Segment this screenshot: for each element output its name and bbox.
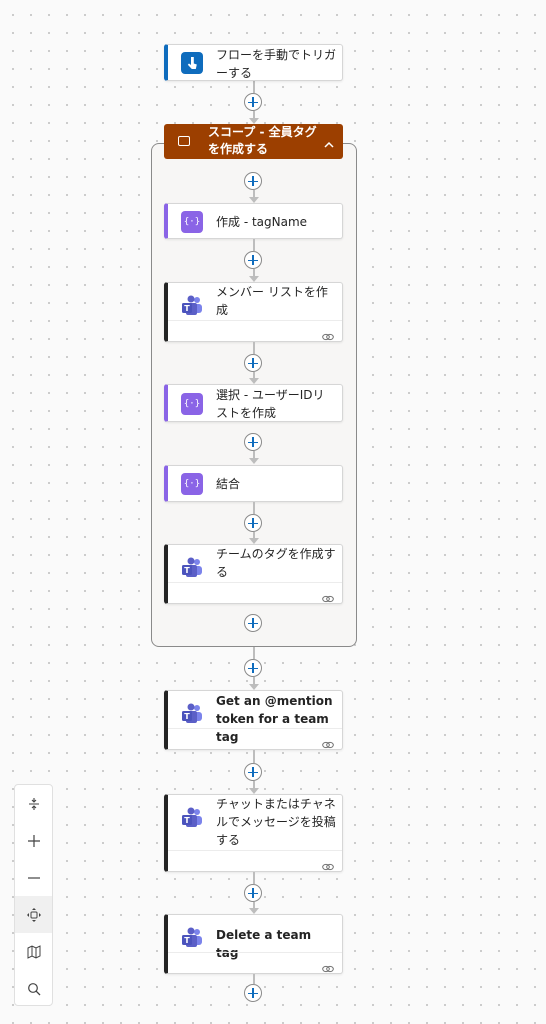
add-step-button[interactable] xyxy=(244,93,262,111)
zoom-out-button[interactable] xyxy=(15,859,52,896)
step-title: Get an @mention token for a team tag xyxy=(216,694,333,744)
add-step-button[interactable] xyxy=(244,984,262,1002)
fit-view-icon xyxy=(26,907,41,922)
connector xyxy=(253,532,255,539)
arrow-icon xyxy=(249,684,259,690)
arrow-icon xyxy=(249,458,259,464)
step-title: メンバー リストを作成 xyxy=(216,285,328,317)
chevron-up-icon[interactable] xyxy=(323,136,335,148)
scope-title: スコープ - 全員タグを作成する xyxy=(208,125,317,156)
add-step-button[interactable] xyxy=(244,172,262,190)
step-title: 結合 xyxy=(216,477,241,491)
scope-header[interactable]: スコープ - 全員タグを作成する xyxy=(164,124,343,159)
teams-icon: T xyxy=(181,703,203,725)
card-footer xyxy=(168,582,342,603)
svg-text:T: T xyxy=(184,936,190,945)
add-step-button[interactable] xyxy=(244,763,262,781)
zoom-in-button[interactable] xyxy=(15,822,52,859)
step-title: 作成 - tagName xyxy=(216,215,308,229)
connector xyxy=(253,502,255,514)
connector xyxy=(253,647,255,659)
step-title: 選択 - ユーザーIDリストを作成 xyxy=(216,388,325,420)
step-card[interactable]: {·} 作成 - tagName xyxy=(164,203,343,239)
search-button[interactable] xyxy=(15,970,52,1007)
step-card[interactable]: {·} 選択 - ユーザーIDリストを作成 xyxy=(164,384,343,422)
link-icon xyxy=(322,589,334,603)
arrow-icon xyxy=(249,197,259,203)
step-card[interactable]: T チームのタグを作成する xyxy=(164,544,343,604)
teams-icon: T xyxy=(181,295,203,317)
collapse-button[interactable] xyxy=(15,785,52,822)
arrow-icon xyxy=(249,538,259,544)
arrow-icon xyxy=(249,378,259,384)
step-title: フローを手動でトリガーする xyxy=(216,48,337,80)
card-footer xyxy=(168,320,342,341)
connector xyxy=(253,239,255,251)
connector xyxy=(253,372,255,379)
connector xyxy=(253,342,255,354)
compose-icon: {·} xyxy=(181,211,203,233)
compose-icon: {·} xyxy=(181,393,203,415)
collapse-icon xyxy=(28,797,39,810)
minimap-button[interactable] xyxy=(15,933,52,970)
touch-icon xyxy=(181,52,203,74)
teams-icon: T xyxy=(181,807,203,829)
scope-icon xyxy=(178,136,190,146)
svg-text:T: T xyxy=(184,816,190,825)
svg-text:T: T xyxy=(184,566,190,575)
connector xyxy=(253,902,255,909)
connector xyxy=(253,781,255,789)
search-icon xyxy=(27,982,40,995)
teams-icon: T xyxy=(181,557,203,579)
link-icon xyxy=(322,735,334,749)
card-footer xyxy=(168,728,342,749)
add-step-button[interactable] xyxy=(244,514,262,532)
add-step-button[interactable] xyxy=(244,659,262,677)
connector xyxy=(253,111,255,119)
connector xyxy=(253,750,255,763)
canvas-toolbar xyxy=(14,784,53,1006)
teams-icon: T xyxy=(181,927,203,949)
zoom-out-icon xyxy=(27,876,40,879)
add-step-button[interactable] xyxy=(244,251,262,269)
arrow-icon xyxy=(249,276,259,282)
card-footer xyxy=(168,850,342,871)
add-step-button[interactable] xyxy=(244,614,262,632)
link-icon xyxy=(322,857,334,871)
connector xyxy=(253,80,255,93)
connector xyxy=(253,269,255,276)
compose-icon: {·} xyxy=(181,473,203,495)
arrow-icon xyxy=(249,908,259,914)
link-icon xyxy=(322,327,334,341)
step-title: Delete a team tag xyxy=(216,928,312,960)
step-card[interactable]: T Delete a team tag xyxy=(164,914,343,974)
connector xyxy=(253,872,255,884)
add-step-button[interactable] xyxy=(244,354,262,372)
connector xyxy=(253,677,255,685)
zoom-in-icon xyxy=(27,834,40,847)
minimap-icon xyxy=(27,944,40,959)
add-step-button[interactable] xyxy=(244,884,262,902)
fit-view-button[interactable] xyxy=(15,896,52,933)
connector xyxy=(253,974,255,984)
link-icon xyxy=(322,959,334,973)
step-card[interactable]: T チャットまたはチャネルでメッセージを投稿する xyxy=(164,794,343,872)
arrow-icon xyxy=(249,788,259,794)
step-title: チームのタグを作成する xyxy=(216,547,336,579)
step-card[interactable]: {·} 結合 xyxy=(164,465,343,502)
connector xyxy=(253,190,255,198)
svg-text:T: T xyxy=(184,304,190,313)
step-card[interactable]: T Get an @mention token for a team tag xyxy=(164,690,343,750)
trigger-card[interactable]: フローを手動でトリガーする xyxy=(164,44,343,81)
add-step-button[interactable] xyxy=(244,433,262,451)
step-card[interactable]: T メンバー リストを作成 xyxy=(164,282,343,342)
svg-text:T: T xyxy=(184,712,190,721)
step-title: チャットまたはチャネルでメッセージを投稿する xyxy=(216,797,336,847)
arrow-icon xyxy=(249,118,259,124)
connector xyxy=(253,451,255,458)
card-footer xyxy=(168,952,342,973)
